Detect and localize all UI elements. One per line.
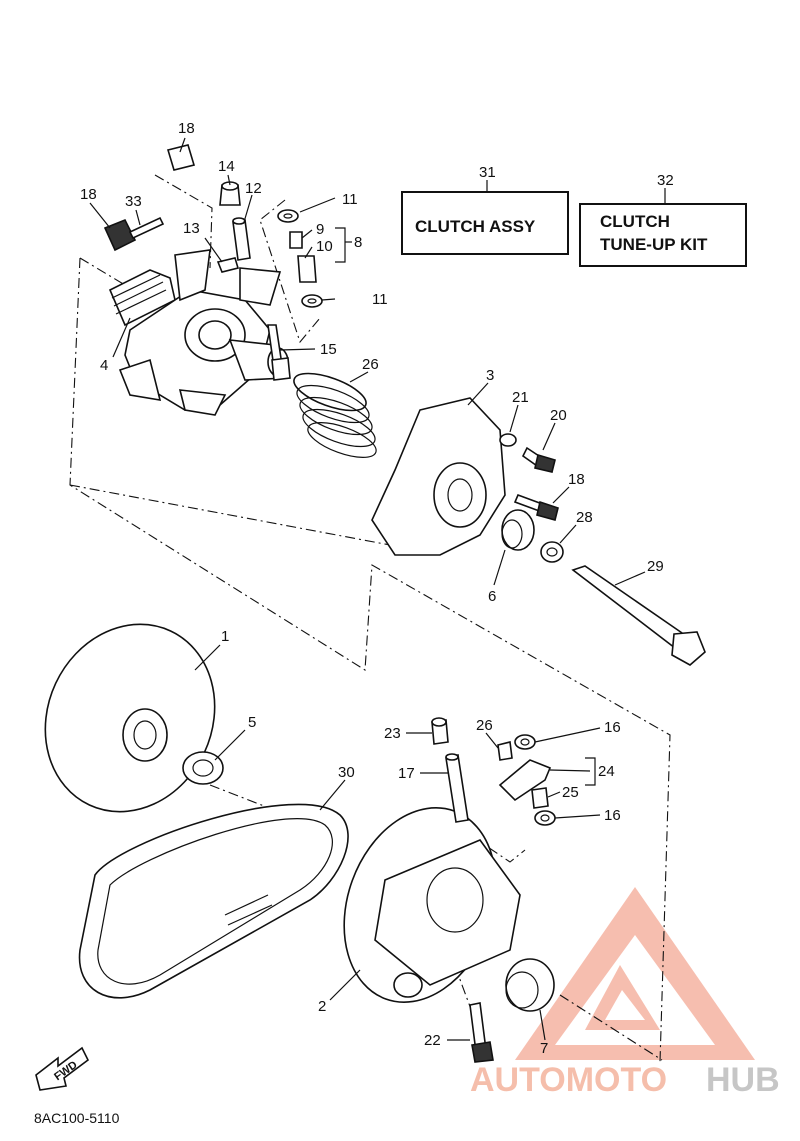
box-number-32: 32: [657, 172, 674, 189]
callout-16b: 16: [604, 807, 621, 824]
watermark-text: AUTOMOTO HUB: [470, 1061, 780, 1099]
bushing-7: [505, 958, 555, 1012]
washer-29: [540, 541, 564, 563]
callout-8: 8: [354, 234, 362, 251]
bolt-20: [521, 446, 556, 473]
callout-14: 15: [320, 341, 337, 358]
callout-23: 23: [384, 725, 401, 742]
callout-2: 2: [318, 998, 326, 1015]
screw-26: [497, 741, 513, 761]
box-label-32-line2: TUNE-UP KIT: [600, 235, 708, 254]
bolt-22: [469, 1002, 494, 1063]
watermark-text-part2: HUB: [706, 1061, 780, 1099]
box-label-31: CLUTCH ASSY: [415, 217, 536, 236]
drawing-code: 8AC100-5110: [34, 1110, 120, 1126]
pin-33: [128, 216, 165, 240]
callout-17: 17: [398, 765, 415, 782]
arm-24: [498, 759, 552, 802]
washer-11b: [301, 294, 323, 308]
callout-27: 26: [362, 356, 379, 373]
callout-5: 5: [248, 714, 256, 731]
callout-18a: 18: [178, 120, 195, 137]
cover-3: [371, 397, 506, 556]
callout-30: 30: [338, 764, 355, 781]
callout-9: 9: [316, 221, 324, 238]
bolt-28: [571, 565, 706, 666]
clutch-tune-up-kit-box: 32 CLUTCH TUNE-UP KIT: [579, 172, 747, 267]
callout-18b: 18: [80, 186, 97, 203]
roller-25: [531, 787, 549, 809]
pin-17: [445, 753, 469, 823]
callout-10: 10: [316, 238, 333, 255]
box-number-31: 31: [479, 164, 496, 181]
callout-33: 33: [125, 193, 142, 210]
callout-20: 20: [550, 407, 567, 424]
primary-clutch-spider: [108, 249, 289, 416]
bolt-14: [267, 324, 291, 381]
callout-7: 7: [540, 1040, 548, 1057]
sheave-2: [343, 807, 521, 1003]
callout-6: 6: [488, 588, 496, 605]
callout-21: 21: [512, 389, 529, 406]
belt-30: [78, 803, 349, 999]
callout-12: 12: [245, 180, 262, 197]
box-label-32-line1: CLUTCH: [600, 212, 670, 231]
weight-18b: [103, 218, 137, 252]
bushing-6: [501, 509, 535, 551]
spring-27: [293, 372, 377, 458]
callout-3: 3: [486, 367, 494, 384]
callout-labels: 18 18 33 14 12 13 11 9 10 8 11 15 4 26 3…: [80, 120, 664, 1057]
watermark-text-part1: AUTOMOTO: [470, 1061, 667, 1099]
clutch-assy-box: 31 CLUTCH ASSY: [401, 164, 569, 255]
callout-26: 26: [476, 717, 493, 734]
fwd-arrow: FWD: [35, 1046, 90, 1091]
bushing-5: [182, 751, 224, 785]
sheave-1: [44, 623, 216, 813]
nut-23: [431, 717, 449, 745]
callout-13: 13: [183, 220, 200, 237]
callout-24: 24: [598, 763, 615, 780]
callout-1: 1: [221, 628, 229, 645]
callout-28: 29: [647, 558, 664, 575]
washer-16a: [514, 734, 536, 750]
bolt-19: [513, 493, 559, 521]
callout-16a: 16: [604, 719, 621, 736]
callout-11a: 11: [342, 191, 358, 208]
washer-21: [499, 433, 517, 447]
washer-11a: [277, 209, 299, 223]
callout-4: 4: [100, 357, 108, 374]
callout-11b: 11: [372, 291, 388, 308]
callout-29: 28: [576, 509, 593, 526]
callout-19: 18: [568, 471, 585, 488]
roller-9-10: [289, 231, 317, 283]
callout-15: 14: [218, 158, 235, 175]
callout-25: 25: [562, 784, 579, 801]
leader-lines: [89, 137, 666, 1041]
callout-22: 22: [424, 1032, 441, 1049]
washer-16b: [534, 810, 556, 826]
pin-12: [232, 217, 251, 261]
nut-15: [219, 181, 241, 206]
bolt-13: [216, 257, 240, 273]
